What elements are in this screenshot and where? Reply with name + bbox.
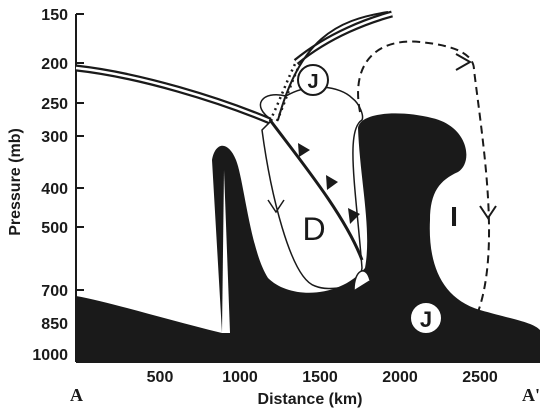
x-tick-label: 2500: [462, 369, 498, 386]
dry-loop-arrow: [267, 199, 285, 214]
jet-upper-circle: [297, 64, 329, 96]
jet-lower-circle: [409, 301, 443, 335]
y-tick-label: 850: [41, 316, 68, 333]
cold-front: [268, 119, 364, 261]
intrusion-label: I: [450, 201, 458, 232]
terrain-and-moist-region: [76, 113, 540, 362]
corner-label-left: A: [70, 385, 83, 405]
x-tick-label: 1000: [222, 369, 258, 386]
y-axis-title: Pressure (mb): [7, 128, 24, 236]
y-tick-label: 250: [41, 96, 68, 113]
x-tick-labels: 500 1000 1500 2000 2500: [147, 369, 498, 386]
y-tick-label: 400: [41, 181, 68, 198]
tropopause-left: [75, 64, 272, 125]
tropopause-right: [293, 10, 393, 65]
corner-label-right: A': [522, 385, 540, 405]
y-tick-label: 200: [41, 56, 68, 73]
intrusion-down-arrow: [479, 205, 497, 220]
y-tick-labels: 150 200 250 300 400 500 700 850 1000: [32, 7, 68, 364]
dry-label: D: [302, 211, 325, 247]
x-tick-label: 500: [147, 369, 174, 386]
y-tick-label: 300: [41, 129, 68, 146]
jet-lower-label: J: [420, 307, 432, 332]
x-tick-label: 1500: [302, 369, 338, 386]
upper-curve: [277, 11, 389, 121]
y-tick-label: 500: [41, 220, 68, 237]
y-tick-label: 1000: [32, 347, 68, 364]
jet-upper-label: J: [307, 71, 318, 93]
valley-gap: [222, 170, 230, 333]
y-tick-label: 700: [41, 283, 68, 300]
dry-intrusion-loop: [259, 86, 364, 290]
tropopause-fold-dotted: [268, 61, 298, 122]
y-tick-label: 150: [41, 7, 68, 24]
cold-front-triangles: [298, 143, 360, 224]
x-tick-label: 2000: [382, 369, 418, 386]
x-axis-title: Distance (km): [258, 391, 363, 408]
front-surface-arc: [353, 270, 371, 291]
intrusion-top-arrow: [455, 53, 473, 71]
